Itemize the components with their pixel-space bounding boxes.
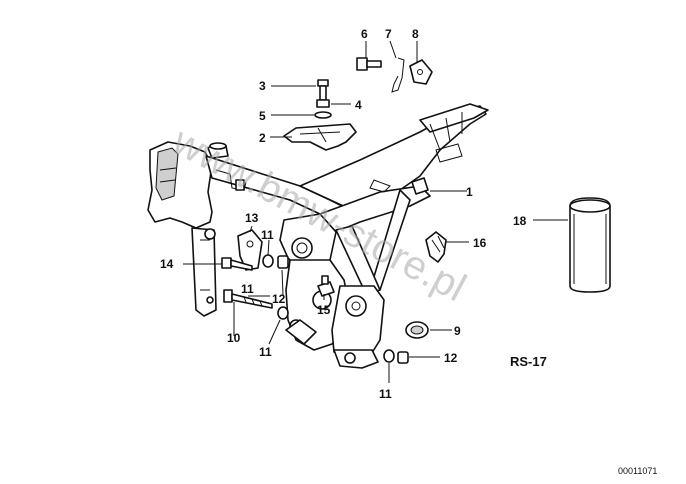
callout-11-bottom: 11 [379,387,392,401]
callout-16: 16 [473,236,487,250]
section-code: RS-17 [510,354,547,369]
spray-can-18 [569,197,611,293]
callout-12-lower: 12 [444,351,458,365]
bolt-14 [221,257,253,271]
callout-1: 1 [466,185,473,199]
bolt-6 [356,57,382,71]
nut-12-upper [277,255,289,269]
washer-11-lower [277,306,289,320]
callout-14: 14 [160,257,174,271]
bracket-plate [283,123,357,151]
grommet-9 [405,321,429,339]
callout-15: 15 [317,303,331,317]
bracket-13 [237,229,263,271]
callout-4: 4 [355,98,362,112]
callout-6: 6 [361,27,368,41]
clamp-8 [409,59,433,85]
callout-7: 7 [385,27,392,41]
fitting-15 [317,275,335,297]
callout-11-upper: 11 [261,228,274,242]
nut-12-lower [397,351,409,364]
leader-lines [183,40,568,383]
callout-5: 5 [259,109,266,123]
nut-4 [316,99,330,108]
callout-11-left: 11 [241,282,254,296]
callout-10: 10 [227,331,241,345]
callout-3: 3 [259,79,266,93]
washer-11-bottom [383,349,395,363]
clip-16 [425,231,447,263]
main-frame [147,103,489,369]
callout-11-lower: 11 [259,345,272,359]
bolt-3 [317,79,329,101]
callout-18: 18 [513,214,527,228]
callout-9: 9 [454,324,461,338]
callout-8: 8 [412,27,419,41]
spring-clip-7 [391,57,405,93]
washer-5 [314,111,332,119]
callout-12-upper: 12 [272,292,286,306]
drawing-number: 00011071 [618,466,657,476]
bolt-10 [223,289,273,309]
washer-11-upper [262,254,274,268]
callout-2: 2 [259,131,266,145]
callout-13: 13 [245,211,259,225]
